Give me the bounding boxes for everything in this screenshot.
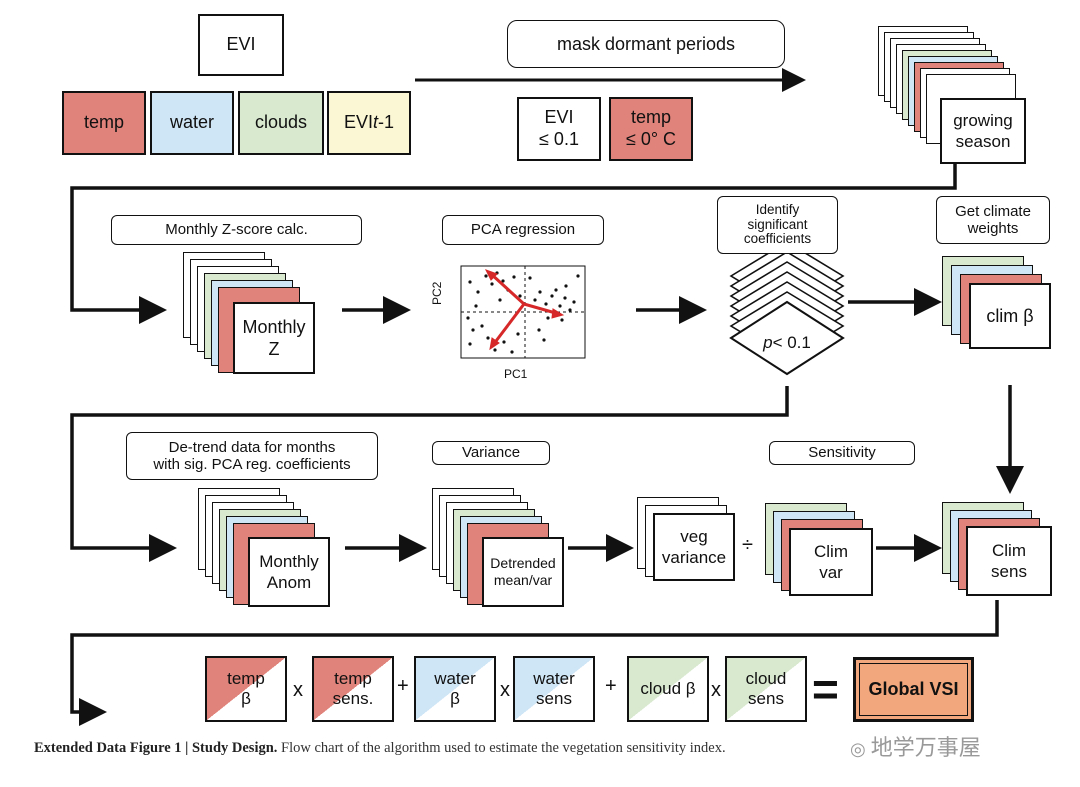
- figure-caption: Extended Data Figure 1 | Study Design. F…: [34, 740, 726, 757]
- p-variable: p: [763, 333, 773, 352]
- zscore-label: Monthly Z-score calc.: [111, 215, 362, 245]
- monthly-z-box: Monthly Z: [233, 302, 315, 374]
- temp-sens-box: temp sens.: [312, 656, 394, 722]
- detrend-label: De-trend data for months with sig. PCA r…: [126, 432, 378, 480]
- cloud-sens-box: cloud sens: [725, 656, 807, 722]
- p-value-text: p< 0.1: [750, 333, 824, 353]
- detrended-box: Detrended mean/var: [482, 537, 564, 607]
- mask-dormant-label: mask dormant periods: [507, 20, 785, 68]
- plus-operator-2: +: [605, 675, 617, 697]
- equals-operator: =: [812, 663, 839, 715]
- water-sens-box: water sens: [513, 656, 595, 722]
- connector-row2-row3: [70, 386, 789, 562]
- clouds-box: clouds: [238, 91, 324, 155]
- caption-text: Flow chart of the algorithm used to esti…: [277, 740, 726, 756]
- pc1-axis-label: PC1: [504, 367, 528, 381]
- veg-variance-box: veg variance: [653, 513, 735, 581]
- cloud-beta-box: cloud β: [627, 656, 709, 722]
- temp-box: temp: [62, 91, 146, 155]
- clim-sens-box: Clim sens: [966, 526, 1052, 596]
- connector-row3-row4: [70, 600, 999, 726]
- caption-title: Extended Data Figure 1 | Study Design.: [34, 740, 278, 756]
- temp-beta-box: temp β: [205, 656, 287, 722]
- plus-operator-1: +: [397, 675, 409, 697]
- clim-var-box: Clim var: [789, 528, 873, 596]
- pca-label: PCA regression: [442, 215, 604, 245]
- p-threshold: < 0.1: [772, 333, 811, 352]
- growing-season-box: growing season: [940, 98, 1026, 164]
- water-box: water: [150, 91, 234, 155]
- evi-lag-var: t: [372, 112, 378, 133]
- temp-threshold-box: temp ≤ 0° C: [609, 97, 693, 161]
- connector-row1-row2: [70, 163, 957, 324]
- monthly-anom-box: Monthly Anom: [248, 537, 330, 607]
- water-beta-box: water β: [414, 656, 496, 722]
- global-vsi-box: Global VSI: [853, 657, 974, 722]
- pc2-axis-label: PC2: [430, 281, 444, 305]
- multiply-operator-3: x: [711, 679, 721, 701]
- evi-box: EVI: [198, 14, 284, 76]
- evi-lag-box: EVI t-1: [327, 91, 411, 155]
- variance-label: Variance: [432, 441, 550, 465]
- climate-weights-label: Get climate weights: [936, 196, 1050, 244]
- wechat-icon: ◎: [850, 739, 871, 759]
- evi-lag-suffix: -1: [378, 112, 395, 133]
- divide-operator: ÷: [742, 534, 753, 556]
- significant-coefficients-label: Identify significant coefficients: [717, 196, 838, 254]
- watermark-text: 地学万事屋: [870, 735, 981, 760]
- clim-beta-box: clim β: [969, 283, 1051, 349]
- evi-threshold-box: EVI ≤ 0.1: [517, 97, 601, 161]
- multiply-operator-2: x: [500, 679, 510, 701]
- sensitivity-label: Sensitivity: [769, 441, 915, 465]
- watermark: ◎ 地学万事屋: [850, 730, 981, 762]
- evi-lag-prefix: EVI: [343, 112, 373, 133]
- multiply-operator-1: x: [293, 679, 303, 701]
